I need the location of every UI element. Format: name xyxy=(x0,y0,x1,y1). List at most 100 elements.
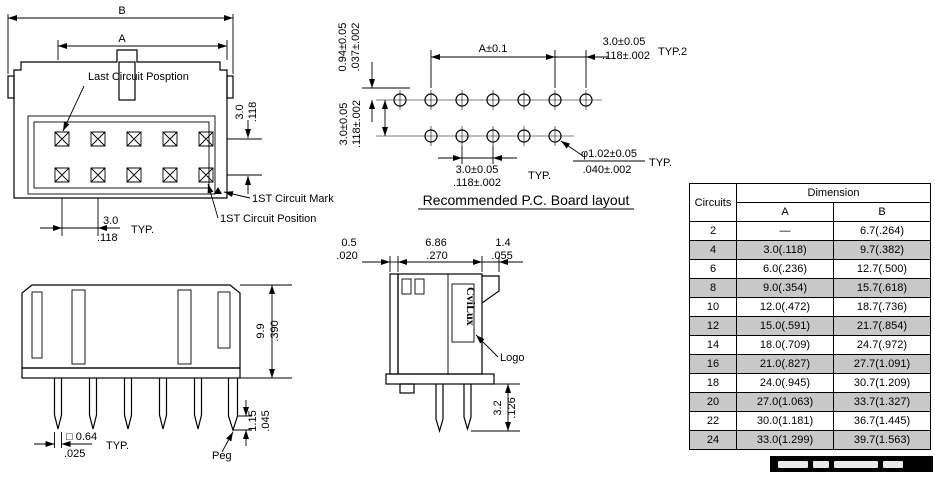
profile-front-plate xyxy=(389,273,399,375)
side-slot-2 xyxy=(177,289,192,365)
first-circuit-position-callout: 1ST Circuit Position xyxy=(207,183,316,225)
table-cell-b: 6.7(.264) xyxy=(833,221,931,241)
table-cell-a: 6.0(.236) xyxy=(736,259,834,279)
depth-in: .270 xyxy=(426,250,447,262)
table-cell-circuits: 8 xyxy=(689,278,737,298)
table-cell-circuits: 2 xyxy=(689,221,737,241)
table-cell-circuits: 4 xyxy=(689,240,737,260)
hole-dia-typ: TYP. xyxy=(649,157,672,169)
row-spacing-mm: 3.0±0.05 xyxy=(338,103,350,146)
table-cell-circuits: 24 xyxy=(689,430,737,450)
col-pitch-in: .118 xyxy=(97,232,118,244)
table-cell-circuits: 14 xyxy=(689,335,737,355)
hole-dia-in: .040±.002 xyxy=(583,164,632,176)
dim-b: B xyxy=(7,5,234,74)
circuit-contacts xyxy=(54,131,214,183)
front-view: B A Last Circuit Posption 3.0 .118 1ST C… xyxy=(7,5,334,244)
pcb-title: Recommended P.C. Board layout xyxy=(418,192,634,210)
side-left-detail xyxy=(31,291,43,359)
table-cell-a: 9.0(.354) xyxy=(736,278,834,298)
profile-pins xyxy=(435,384,472,434)
front-in: .020 xyxy=(336,250,357,262)
right-ear xyxy=(226,75,234,99)
table-cell-a: — xyxy=(736,221,834,241)
dim-b-label: B xyxy=(118,5,125,17)
table-cell-b: 18.7(.736) xyxy=(833,297,931,317)
logo-callout: Logo xyxy=(475,334,524,364)
col-pitch-typ: TYP. xyxy=(131,224,154,236)
table-cell-a: 18.0(.709) xyxy=(736,335,834,355)
dim-pin-tip: 1.15 .045 xyxy=(233,400,272,446)
table-cell-a: 21.0(.827) xyxy=(736,354,834,374)
dim-a-label: A xyxy=(118,33,126,45)
profile-view: CviLux 0.5 .020 6.86 .270 1.4 .055 Logo xyxy=(336,237,524,434)
dim-a-span: A±0.1 xyxy=(430,43,587,88)
table-header-circuits: Circuits xyxy=(689,183,737,222)
first-circuit-mark-triangle xyxy=(214,187,222,194)
table-cell-b: 33.7(1.327) xyxy=(833,392,931,412)
table-cell-b: 15.7(.618) xyxy=(833,278,931,298)
hole-pitch-typ: TYP. xyxy=(528,170,551,182)
table-cell-a: 15.0(.591) xyxy=(736,316,834,336)
side-body-outline xyxy=(21,284,241,369)
table-cell-a: 27.0(1.063) xyxy=(736,392,834,412)
back-mm: 1.4 xyxy=(495,237,510,249)
last-circuit-label: Last Circuit Posption xyxy=(88,71,189,83)
table-header-b: B xyxy=(833,202,931,222)
dim-row-spacing: 3.0±0.05 .118±.002 xyxy=(338,100,388,148)
table-cell-a: 30.0(1.181) xyxy=(736,411,834,431)
housing-outline xyxy=(13,49,228,199)
footer-strip xyxy=(770,456,933,472)
pin-tip-in: .045 xyxy=(260,410,272,431)
brand-logo-text: CviLux xyxy=(464,287,478,326)
table-header-a: A xyxy=(736,202,834,222)
profile-base xyxy=(385,373,495,385)
height-mm: 9.9 xyxy=(255,323,267,338)
table-cell-circuits: 6 xyxy=(689,259,737,279)
side-pins xyxy=(53,378,239,432)
first-circuit-mark-label: 1ST Circuit Mark xyxy=(252,193,334,205)
table-cell-b: 27.7(1.091) xyxy=(833,354,931,374)
inner-face xyxy=(27,115,216,195)
depth-mm: 6.86 xyxy=(425,237,446,249)
table-row: 2—6.7(.264) xyxy=(689,221,931,241)
table-header-dimension: Dimension xyxy=(736,183,931,203)
hole-pitch-mm: 3.0±0.05 xyxy=(456,164,499,176)
dim-offset: 0.94±0.05 .037±.002 xyxy=(337,23,410,122)
pin-tip-mm: 1.15 xyxy=(247,410,259,431)
back-in: .055 xyxy=(491,250,512,262)
table-cell-a: 24.0(.945) xyxy=(736,373,834,393)
dim-depths: 0.5 .020 6.86 .270 1.4 .055 xyxy=(336,237,523,272)
dim-pin-square: □ 0.64 .025 TYP. xyxy=(34,431,129,460)
table-cell-b: 24.7(.972) xyxy=(833,335,931,355)
row-pitch-in: .118 xyxy=(247,102,259,123)
table-cell-b: 36.7(1.445) xyxy=(833,411,931,431)
front-mm: 0.5 xyxy=(341,237,356,249)
centerlines xyxy=(376,99,602,137)
center-latch xyxy=(118,61,136,101)
side-base xyxy=(21,367,241,379)
dim-pin-length: 3.2 .126 xyxy=(471,383,520,432)
peg-callout: Peg xyxy=(212,431,234,462)
table-cell-circuits: 22 xyxy=(689,411,737,431)
table-cell-a: 33.0(1.299) xyxy=(736,430,834,450)
footer-mark xyxy=(883,460,903,468)
profile-foot xyxy=(399,383,415,394)
offset-in: .037±.002 xyxy=(350,23,362,72)
height-in: .390 xyxy=(269,320,281,341)
hole-ticks xyxy=(399,90,587,146)
side-view: 9.9 .390 1.15 .045 □ 0.64 .025 TYP. Peg xyxy=(21,284,292,462)
pcb-layout-title: Recommended P.C. Board layout xyxy=(423,192,630,208)
row-spacing-in: .118±.002 xyxy=(351,100,363,148)
footer-mark xyxy=(813,460,829,468)
table-cell-b: 39.7(1.563) xyxy=(833,430,931,450)
table-cell-b: 30.7(1.209) xyxy=(833,373,931,393)
